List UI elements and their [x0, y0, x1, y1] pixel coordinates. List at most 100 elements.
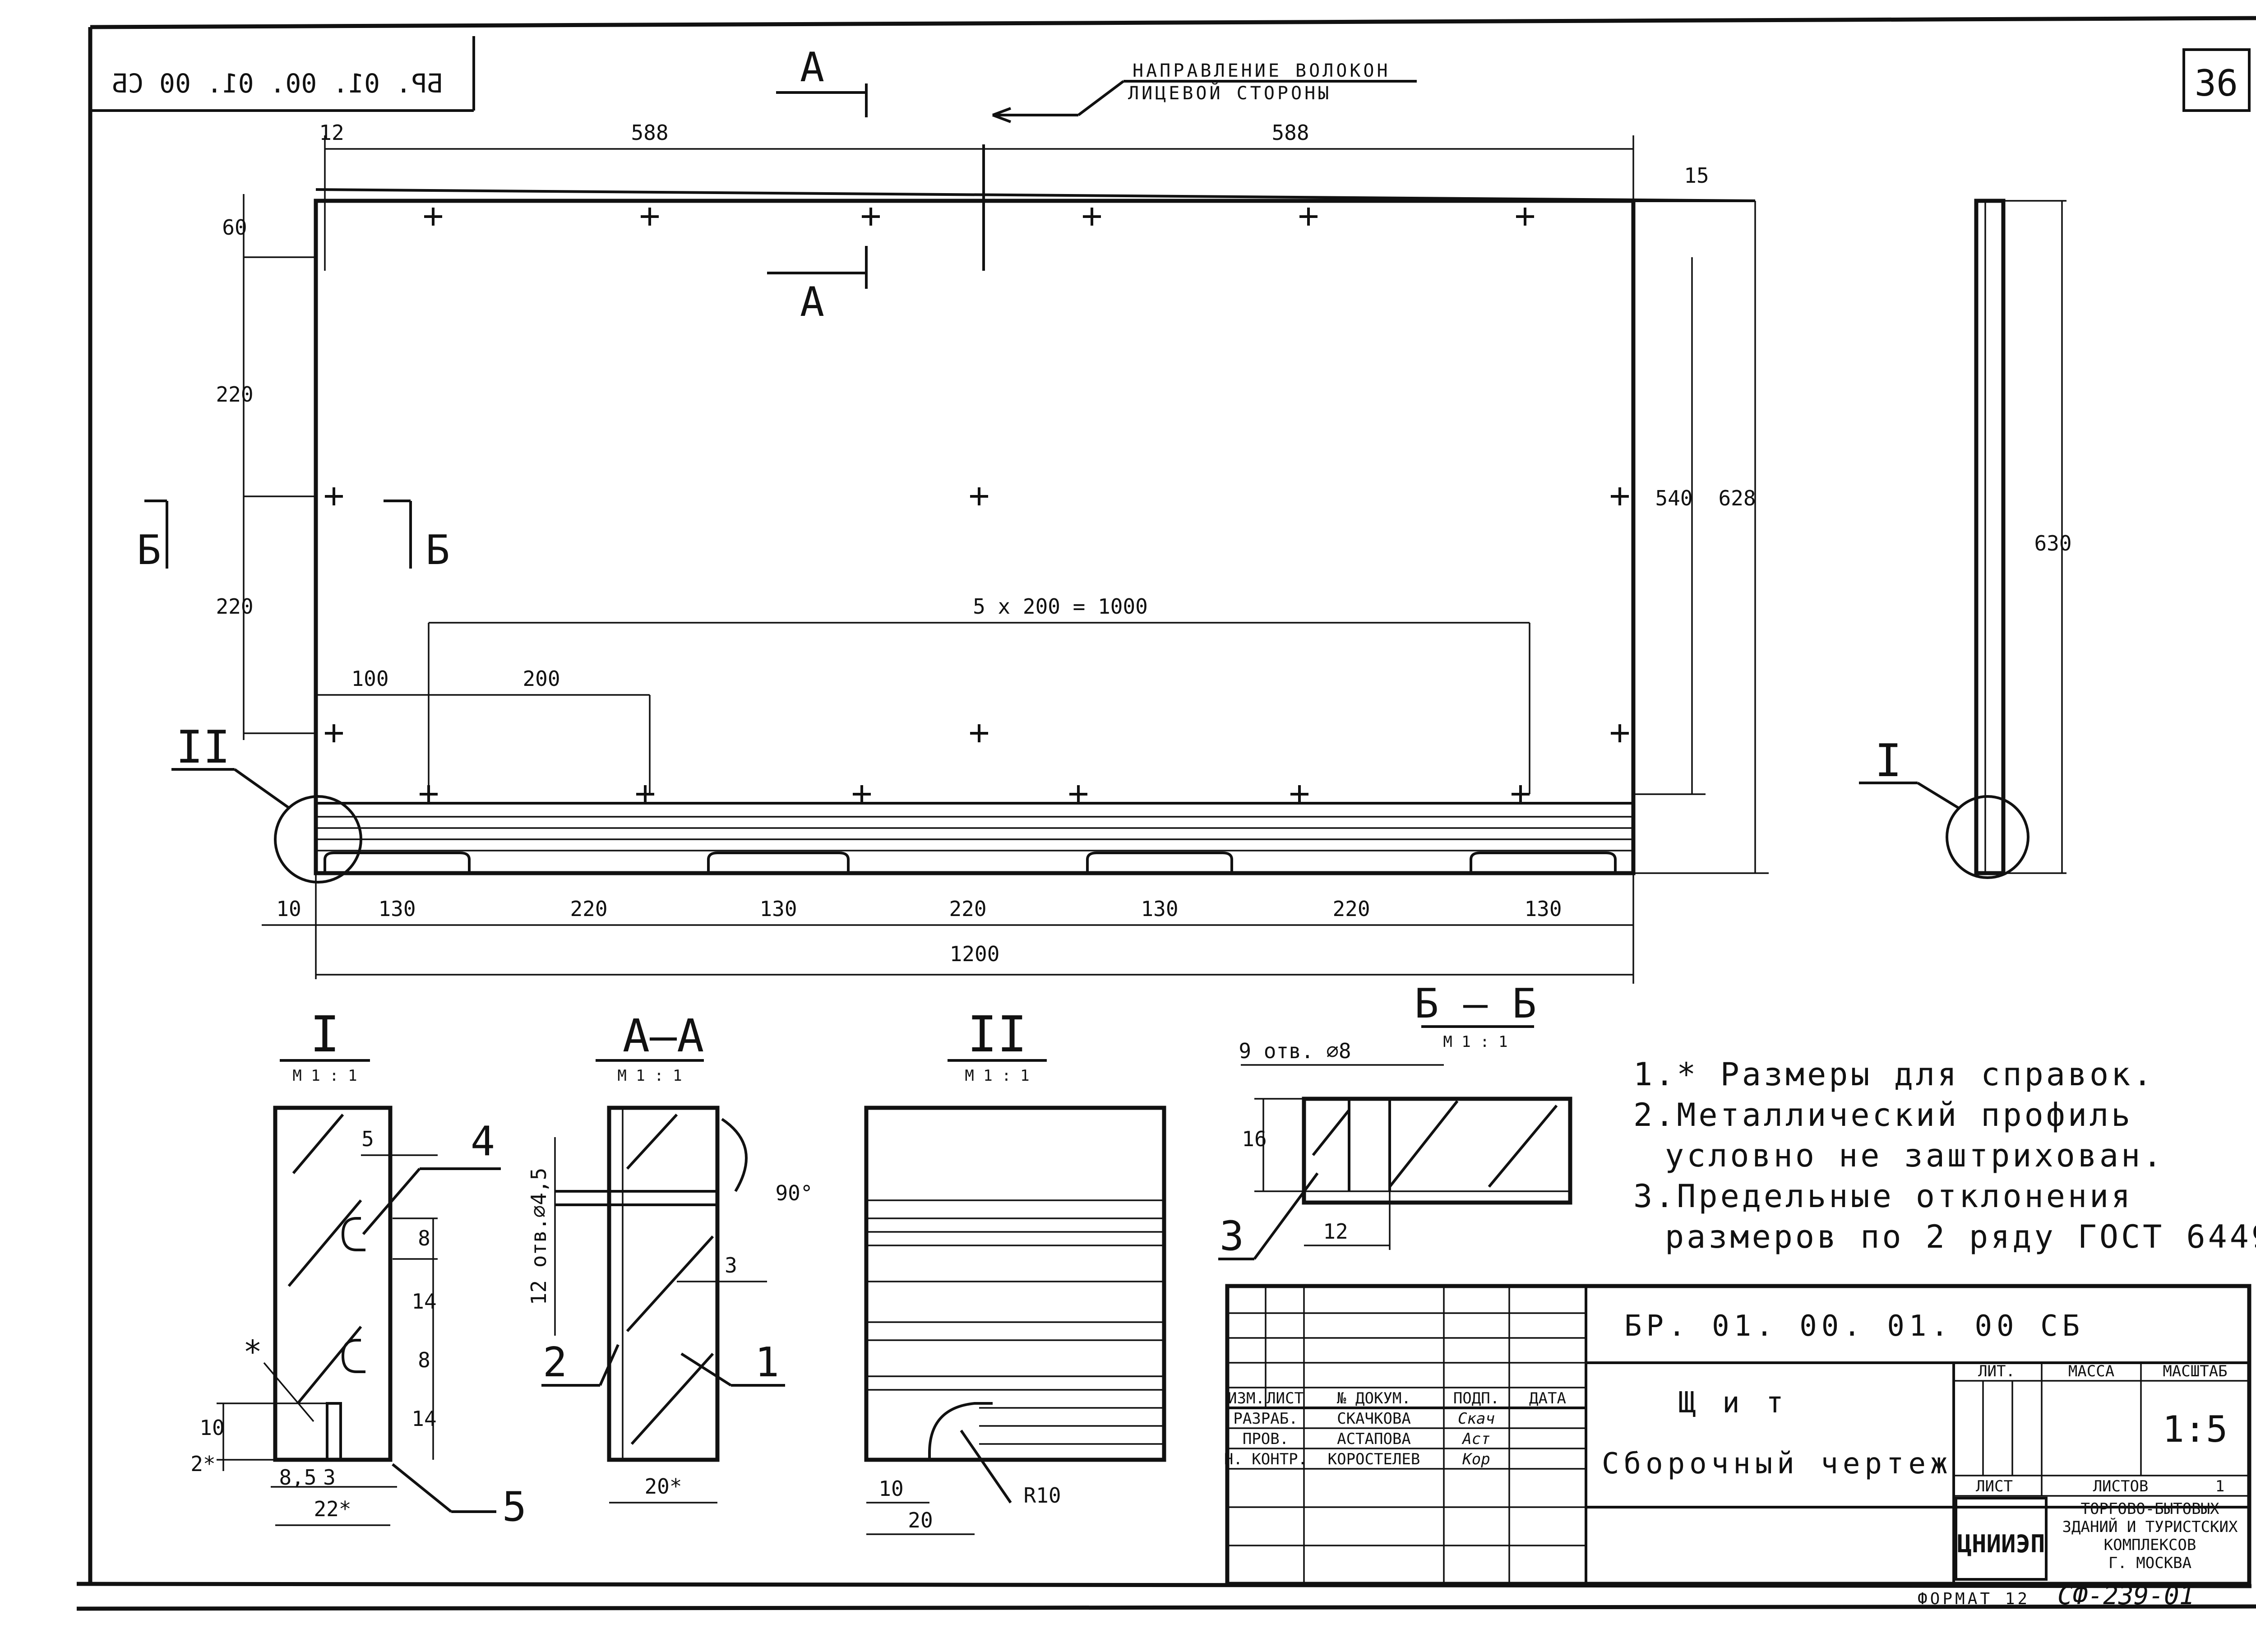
note-4: 3.Предельные отклонения [1633, 1178, 2133, 1215]
dim-hole-pitch: 5 x 200 = 1000 [973, 594, 1148, 619]
mirrored-stamp: БР. 01. 00. 01. 00 СБ [112, 68, 443, 99]
detail-bb-title: Б — Б [1415, 980, 1537, 1027]
dim-gap-3: 220 [1332, 897, 1370, 921]
tb-role-2: ПРОВ. [1243, 1430, 1289, 1448]
detail-i-title: I [310, 1005, 340, 1063]
dim-left-top: 60 [222, 215, 247, 240]
panel-outline [314, 199, 1636, 875]
detail-i-dim-8b: 8 [418, 1348, 430, 1372]
sheet-frame: 36 БР. 01. 00. 01. 00 СБ [76, 16, 2256, 1611]
tb-sign-1: Скач [1458, 1410, 1495, 1428]
tb-designation: БР. 01. 00. 01. 00 СБ [1624, 1310, 2084, 1343]
tb-sign-3: Кор [1462, 1450, 1490, 1468]
tb-mass-label: МАССА [2068, 1362, 2114, 1380]
dim-side-height: 630 [2034, 531, 2071, 555]
section-a-bottom: А [800, 278, 824, 326]
tb-name-2: АСТАПОВА [1337, 1430, 1411, 1448]
dim-left-mid2: 220 [216, 594, 253, 619]
detail-ii-title: II [967, 1005, 1027, 1063]
metal-profile-strip [316, 802, 1633, 873]
detail-i-dim-5: 5 [361, 1127, 374, 1151]
tb-org-line1: ТОРГОВО-БЫТОВЫХ [2080, 1500, 2219, 1518]
tb-sheet-label: ЛИСТ [1976, 1477, 2013, 1495]
detail-aa-dim-3: 3 [725, 1253, 737, 1277]
detail-aa-title: А–А [623, 1009, 704, 1062]
tb-role-1: РАЗРАБ. [1233, 1410, 1298, 1428]
dim-inner-height: 540 [1655, 486, 1692, 510]
tb-col-sign: ПОДП. [1453, 1389, 1499, 1407]
dim-bottom-edge: 10 [276, 897, 301, 921]
tb-name-1: СКАЧКОВА [1337, 1410, 1411, 1428]
tb-col-list: ЛИСТ [1267, 1389, 1304, 1407]
detail-i-mark: * [243, 1333, 262, 1370]
dim-gap-1: 220 [570, 897, 607, 921]
detail-aa-leader-2: 2 [543, 1339, 567, 1386]
tb-col-izm: ИЗМ. [1228, 1389, 1265, 1407]
notes: 1.* Размеры для справок. 2.Металлический… [1633, 1056, 2256, 1255]
detail-i-dim-2: 2* [190, 1452, 215, 1476]
detail-i-scale: М 1 : 1 [292, 1067, 357, 1085]
tb-sheets-value: 1 [2215, 1477, 2224, 1495]
detail-i-dim-3: 3 [323, 1465, 336, 1490]
tb-org-line3: КОМПЛЕКСОВ [2104, 1536, 2196, 1554]
tb-col-doc: № ДОКУМ. [1337, 1389, 1411, 1407]
tb-name-line2: Сборочный чертеж [1602, 1447, 1952, 1481]
side-view: 630 I [1859, 199, 2072, 879]
org-logo: ЦНИИЭП [1955, 1497, 2048, 1581]
detail-i-dim-10: 10 [199, 1416, 224, 1440]
callout-ii: II [176, 721, 230, 773]
dim-slot-3: 130 [1141, 897, 1178, 921]
title-block: ИЗМ. ЛИСТ № ДОКУМ. ПОДП. ДАТА РАЗРАБ. СК… [1224, 1284, 2251, 1586]
detail-aa-dim-20: 20* [644, 1474, 682, 1499]
dim-top-right: 588 [1271, 120, 1309, 145]
detail-i-leader-5: 5 [502, 1483, 527, 1531]
detail-ii-dim-20: 20 [908, 1508, 933, 1532]
detail-i: I М 1 : 1 5 8 14 8 14 10 2* 8,5 3 22* 4 … [190, 1005, 527, 1531]
section-b-right: Б [425, 527, 450, 574]
section-b-left: Б [137, 527, 161, 574]
dim-slot-1: 130 [378, 897, 416, 921]
dim-slot-4: 130 [1524, 897, 1562, 921]
detail-i-dim-22: 22* [314, 1497, 351, 1521]
detail-bb-dim-16: 16 [1242, 1127, 1267, 1151]
detail-ii-scale: М 1 : 1 [965, 1067, 1029, 1085]
tb-role-3: Н. КОНТР. [1224, 1450, 1307, 1468]
format-label: ФОРМАТ 12 [1918, 1590, 2030, 1608]
dim-top-left: 588 [631, 120, 668, 145]
detail-ii: II М 1 : 1 10 20 R10 [864, 1005, 1166, 1535]
detail-b-b: Б — Б М 1 : 1 9 отв. ⌀8 16 12 3 [1218, 980, 1572, 1260]
dim-hole-step: 200 [522, 666, 560, 691]
dim-top-edge: 12 [319, 120, 344, 145]
note-2: 2.Металлический профиль [1633, 1097, 2133, 1134]
section-a-top: А [800, 44, 824, 91]
detail-bb-leader-3: 3 [1220, 1212, 1244, 1260]
callout-i-side: I [1875, 734, 1902, 787]
screw-holes [325, 208, 1629, 803]
tb-org-line4: Г. МОСКВА [2108, 1554, 2191, 1572]
tb-org-line2: ЗДАНИЙ И ТУРИСТСКИХ [2062, 1518, 2238, 1536]
dim-left-mid1: 220 [216, 382, 253, 407]
tb-scale-label: МАСШТАБ [2163, 1362, 2227, 1380]
tb-lit-label: ЛИТ. [1978, 1362, 2015, 1380]
dim-hole-offset: 100 [351, 666, 388, 691]
detail-bb-dim-12: 12 [1323, 1219, 1348, 1244]
detail-ii-dim-10: 10 [878, 1476, 903, 1501]
tb-scale-value: 1:5 [2163, 1408, 2228, 1450]
tb-sheets-label: ЛИСТОВ [2093, 1477, 2149, 1495]
detail-i-dim-14b: 14 [411, 1407, 436, 1431]
fiber-note-line1: НАПРАВЛЕНИЕ ВОЛОКОН [1133, 60, 1391, 81]
detail-bb-scale: М 1 : 1 [1443, 1033, 1507, 1051]
dim-outer-height: 628 [1718, 486, 1756, 510]
detail-aa-scale: М 1 : 1 [617, 1067, 682, 1085]
detail-aa-angle: 90° [775, 1181, 813, 1205]
tb-name-3: КОРОСТЕЛЕВ [1328, 1450, 1420, 1468]
detail-i-dim-8a: 8 [418, 1226, 430, 1250]
detail-i-leader-4: 4 [471, 1118, 495, 1165]
detail-aa-leader-1: 1 [755, 1339, 779, 1386]
dim-gap-2: 220 [949, 897, 986, 921]
org-logo-text: ЦНИИЭП [1957, 1530, 2045, 1558]
note-1: 1.* Размеры для справок. [1633, 1056, 2154, 1093]
detail-a-a: А–А М 1 : 1 12 отв.⌀4,5 90° 3 20* 2 1 [527, 1009, 813, 1504]
main-view: А А НАПРАВЛЕНИЕ ВОЛОКОН ЛИЦЕВОЙ СТОРОНЫ … [137, 44, 1769, 984]
detail-aa-holes: 12 отв.⌀4,5 [527, 1168, 551, 1305]
